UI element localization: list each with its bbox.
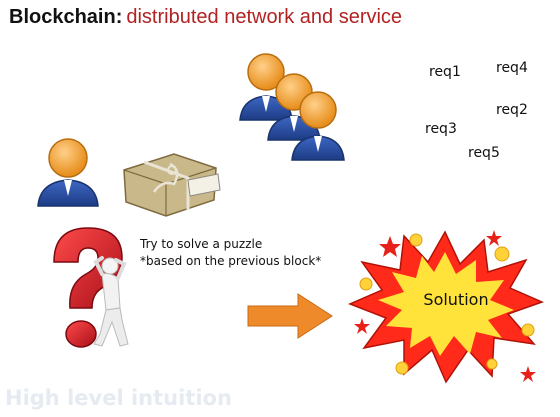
- solution-burst-icon: [348, 230, 545, 384]
- request-label-2: req2: [496, 102, 528, 118]
- person-icon-front: [291, 91, 345, 161]
- right-arrow-icon: [247, 293, 333, 339]
- network-people-icon: [239, 53, 345, 161]
- puzzle-line-1: Try to solve a puzzle: [140, 237, 263, 251]
- puzzle-line-2: *based on the previous block*: [140, 254, 322, 268]
- miner-person-icon: [37, 138, 99, 207]
- footer-caption: High level intuition: [5, 386, 232, 410]
- slide-title: Blockchain:distributed network and servi…: [9, 6, 402, 29]
- solution-label: Solution: [423, 290, 489, 309]
- title-subtitle: distributed network and service: [126, 6, 403, 28]
- request-label-3: req3: [425, 121, 457, 137]
- puzzle-description: Try to solve a puzzle *based on the prev…: [140, 236, 321, 270]
- question-mark-thinker-icon: [53, 227, 129, 348]
- request-label-1: req1: [429, 64, 461, 80]
- block-package-icon: [123, 153, 221, 217]
- title-bold: Blockchain:: [9, 6, 123, 28]
- request-label-4: req4: [496, 60, 528, 76]
- request-label-5: req5: [468, 145, 500, 161]
